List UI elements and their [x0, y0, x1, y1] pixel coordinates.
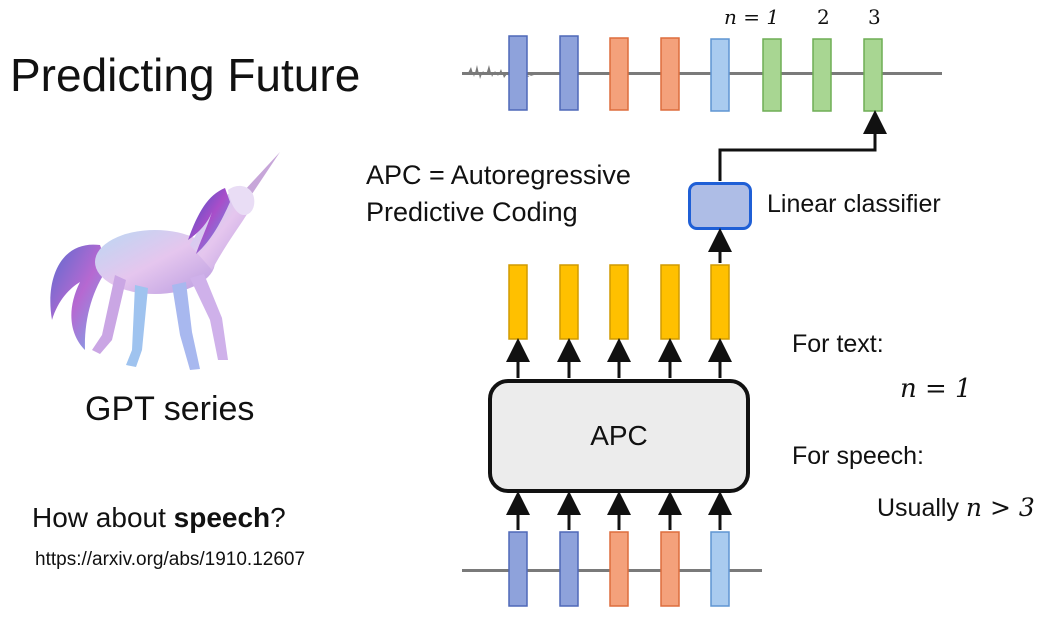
bottom-frames: [508, 531, 730, 607]
for-speech-prefix: Usually: [877, 494, 966, 522]
for-speech-value: Usually n > 3: [877, 493, 1035, 523]
bottom-frame-1: [508, 531, 528, 607]
top-frames: [508, 35, 883, 112]
bottom-frame-3: [609, 531, 629, 607]
top-label-2: 2: [817, 5, 830, 29]
top-frame-5: [710, 38, 730, 112]
hidden-output-2: [559, 264, 579, 340]
bottom-frame-2: [559, 531, 579, 607]
for-text-value: n = 1: [900, 374, 972, 404]
apc-box-label: APC: [590, 420, 648, 451]
top-frame-7: [812, 38, 832, 112]
top-frame-1: [508, 35, 528, 111]
for-text-label: For text:: [792, 330, 884, 358]
for-speech-math: n > 3: [965, 493, 1035, 522]
for-speech-label: For speech:: [792, 442, 925, 470]
top-frame-3: [609, 37, 629, 111]
hidden-output-1: [508, 264, 528, 340]
top-frame-6: [762, 38, 782, 112]
top-label-3: 3: [868, 5, 881, 29]
speech-question: How about speech?: [32, 502, 286, 534]
classifier-to-target-arrow: [718, 110, 887, 181]
top-label-n1: n = 1: [724, 5, 780, 29]
hidden-output-5: [710, 264, 730, 340]
apc-definition-line1: APC = Autoregressive: [366, 160, 631, 190]
top-frame-4: [660, 37, 680, 111]
input-arrows: [506, 491, 732, 530]
linear-classifier-label: Linear classifier: [767, 190, 941, 218]
unicorn-icon: [50, 152, 280, 370]
apc-model-box: APC: [488, 379, 750, 493]
top-frame-2: [559, 35, 579, 111]
apc-definition-line2: Predictive Coding: [366, 197, 578, 227]
question-bold: speech: [173, 502, 271, 533]
hidden-output-3: [609, 264, 629, 340]
slide-title: Predicting Future: [10, 49, 361, 101]
arxiv-link[interactable]: https://arxiv.org/abs/1910.12607: [35, 549, 306, 570]
question-suffix: ?: [270, 502, 286, 533]
hidden-outputs: [508, 264, 730, 340]
bottom-frame-4: [660, 531, 680, 607]
question-prefix: How about: [32, 502, 174, 533]
output-arrows: [506, 338, 732, 378]
hidden-output-4: [660, 264, 680, 340]
bottom-frame-5: [710, 531, 730, 607]
top-frame-8: [863, 38, 883, 112]
gpt-series-caption: GPT series: [85, 390, 255, 428]
